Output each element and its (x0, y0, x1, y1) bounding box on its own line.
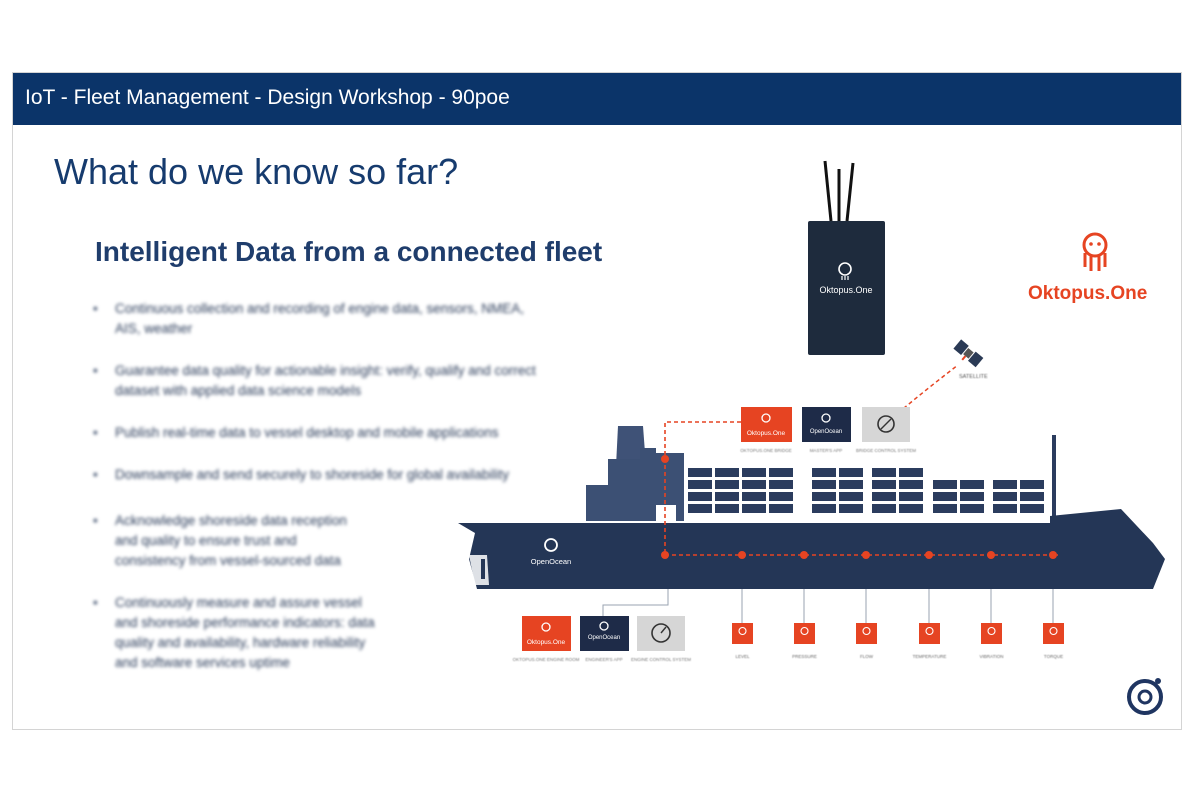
satellite-icon (953, 339, 984, 368)
svg-text:ENGINE CONTROL SYSTEM: ENGINE CONTROL SYSTEM (631, 657, 691, 662)
bullet-item: Guarantee data quality for actionable in… (91, 361, 551, 401)
bullet-item: Continuous collection and recording of e… (91, 299, 551, 339)
openocean-ring-icon (1127, 678, 1163, 715)
svg-text:TORQUE: TORQUE (1044, 654, 1063, 659)
svg-text:MASTER'S APP: MASTER'S APP (810, 448, 843, 453)
slide-header: IoT - Fleet Management - Design Workshop… (13, 73, 1181, 125)
svg-text:OpenOcean: OpenOcean (588, 635, 620, 641)
ship-diagram: Oktopus.One SATELLITE Oktopus.One OKTOPU… (458, 160, 1165, 715)
slide: IoT - Fleet Management - Design Workshop… (12, 72, 1182, 730)
bridge-box: OpenOcean MASTER'S APP (802, 407, 851, 453)
svg-text:FLOW: FLOW (860, 654, 874, 659)
bullet-item: Downsample and send securely to shoresid… (91, 465, 551, 485)
bridge-box: BRIDGE CONTROL SYSTEM (856, 407, 916, 453)
bullet-list: Continuous collection and recording of e… (91, 299, 551, 673)
gauge-icon (651, 623, 671, 643)
octopus-icon (738, 626, 747, 636)
sensor: PRESSURE (792, 623, 817, 659)
svg-text:PRESSURE: PRESSURE (792, 654, 817, 659)
slide-title: What do we know so far? (54, 151, 459, 192)
sensor: VIBRATION (980, 623, 1004, 659)
svg-text:TEMPERATURE: TEMPERATURE (913, 654, 947, 659)
svg-text:OKTOPUS.ONE ENGINE ROOM: OKTOPUS.ONE ENGINE ROOM (513, 657, 580, 662)
bullet-item: Continuously measure and assure vessel a… (91, 593, 375, 673)
ship-logo-label: OpenOcean (531, 557, 571, 566)
octopus-icon (838, 262, 852, 280)
satellite-label: SATELLITE (959, 374, 988, 380)
engine-box: Oktopus.One OKTOPUS.ONE ENGINE ROOM (513, 616, 580, 662)
sensor: FLOW (856, 623, 877, 659)
bridge-box: Oktopus.One OKTOPUS.ONE BRIDGE (740, 407, 792, 453)
engine-box: OpenOcean ENGINEER'S APP (580, 616, 629, 662)
sensor: LEVEL (732, 623, 753, 659)
sensor: TORQUE (1043, 623, 1064, 659)
header-title: IoT - Fleet Management - Design Workshop… (25, 86, 510, 109)
svg-text:Oktopus.One: Oktopus.One (747, 430, 786, 437)
bullet-item: Publish real-time data to vessel desktop… (91, 423, 551, 443)
octopus-icon (862, 626, 871, 636)
octopus-icon (987, 626, 996, 636)
iot-device: Oktopus.One (808, 160, 885, 355)
svg-text:ENGINEER'S APP: ENGINEER'S APP (585, 657, 622, 662)
ship-hull: OpenOcean (458, 426, 1165, 589)
svg-text:VIBRATION: VIBRATION (980, 654, 1004, 659)
device-label: Oktopus.One (819, 285, 872, 295)
oktopus-logo-icon (1082, 232, 1108, 271)
octopus-icon (925, 626, 934, 636)
svg-text:OKTOPUS.ONE BRIDGE: OKTOPUS.ONE BRIDGE (740, 448, 791, 453)
svg-text:OpenOcean: OpenOcean (810, 429, 842, 435)
bullet-item: Acknowledge shoreside data reception and… (91, 511, 365, 571)
data-network (661, 421, 1058, 559)
oktopus-logo-text: Oktopus.One (1028, 283, 1148, 304)
container-stacks (688, 468, 1044, 513)
svg-text:Oktopus.One: Oktopus.One (527, 639, 566, 646)
slide-subtitle: Intelligent Data from a connected fleet (95, 236, 603, 267)
sensor: TEMPERATURE (913, 623, 947, 659)
compass-icon (877, 415, 895, 433)
octopus-icon (800, 626, 809, 636)
openocean-icon (544, 538, 558, 552)
engine-box: ENGINE CONTROL SYSTEM (631, 616, 691, 662)
octopus-icon (1049, 626, 1058, 636)
svg-text:BRIDGE CONTROL SYSTEM: BRIDGE CONTROL SYSTEM (856, 448, 916, 453)
svg-text:LEVEL: LEVEL (735, 654, 750, 659)
